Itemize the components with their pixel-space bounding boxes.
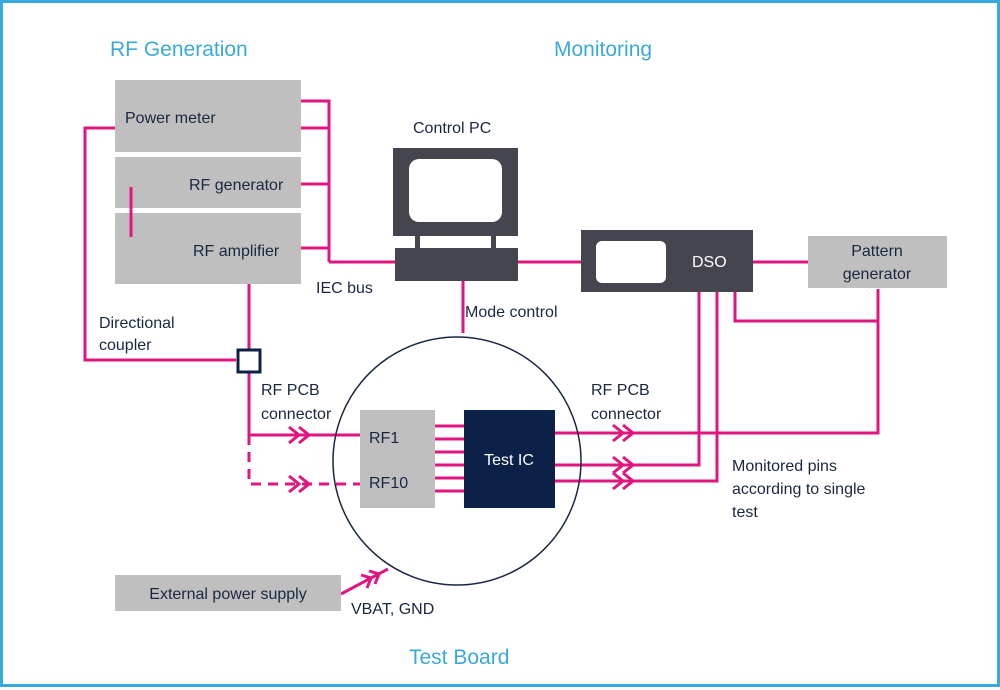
coupler-to-rf10-dashed xyxy=(247,435,360,486)
section-title-test-board: Test Board xyxy=(409,646,509,669)
rf1-label: RF1 xyxy=(369,430,399,447)
coupler-feedback-line xyxy=(83,126,236,362)
dso-screen xyxy=(596,241,666,283)
rf-pcb-connector-right-label-1: RF PCB xyxy=(591,382,650,399)
rf-generator-label: RF generator xyxy=(189,177,284,194)
rf10-arrow-2 xyxy=(298,474,312,494)
mode-control-label: Mode control xyxy=(465,304,558,321)
ic-out-3-arrow-1 xyxy=(612,471,626,491)
ic-out-2-arrow-1 xyxy=(612,455,626,475)
pattern-generator-box xyxy=(808,236,947,288)
pc-base xyxy=(395,248,518,281)
rf1-arrow-2 xyxy=(298,425,312,445)
power-meter-box xyxy=(115,80,301,152)
rf10-label: RF10 xyxy=(369,475,408,492)
pc-screen xyxy=(409,159,502,222)
iec-bus-label: IEC bus xyxy=(316,280,373,297)
control-pc xyxy=(393,148,518,281)
rf-generator-box xyxy=(115,157,301,208)
section-title-monitoring: Monitoring xyxy=(554,38,652,61)
monitored-pins-label-3: test xyxy=(732,504,758,521)
monitored-pins-label-1: Monitored pins xyxy=(732,458,837,475)
rf-input-block xyxy=(360,410,435,508)
pc-stand-right xyxy=(491,236,496,248)
dso: DSO xyxy=(581,230,753,292)
connection-lines xyxy=(83,99,880,596)
ic-out-1-arrow-2 xyxy=(622,423,636,443)
rf-amplifier-label: RF amplifier xyxy=(193,243,280,260)
ic-out-2-arrow-2 xyxy=(622,455,636,475)
power-supply-arrow-2 xyxy=(368,569,382,585)
rf1-arrow-1 xyxy=(288,425,302,445)
rf-pcb-connector-left-label-1: RF PCB xyxy=(261,382,320,399)
directional-coupler-label-2: coupler xyxy=(99,337,152,354)
dso-label: DSO xyxy=(692,254,727,271)
ic-out-3-arrow-2 xyxy=(622,471,636,491)
dso-pattern-lower-link xyxy=(733,292,878,323)
rf10-arrow-1 xyxy=(288,474,302,494)
pattern-generator-label-1: Pattern xyxy=(851,243,903,260)
ic-out-1-arrow-1 xyxy=(612,423,626,443)
rf-pcb-connector-left-label-2: connector xyxy=(261,406,332,423)
ic-out-1 xyxy=(555,289,880,435)
test-setup-diagram: RF Generation Monitoring Test Board xyxy=(83,38,947,669)
test-ic-label: Test IC xyxy=(484,452,534,469)
iec-bus-line xyxy=(301,99,331,262)
control-pc-label: Control PC xyxy=(413,120,491,137)
rf-pcb-connector-right-label-2: connector xyxy=(591,406,662,423)
ic-out-3 xyxy=(555,292,719,483)
directional-coupler-label-1: Directional xyxy=(99,315,175,332)
directional-coupler xyxy=(236,348,262,374)
pattern-generator-label-2: generator xyxy=(843,266,912,283)
power-supply-line xyxy=(340,567,389,596)
external-power-supply-box xyxy=(115,575,341,611)
pc-stand-left xyxy=(415,236,420,248)
monitored-pins-label-2: according to single xyxy=(732,481,866,498)
rf-amplifier-box xyxy=(115,213,301,284)
external-power-supply-label: External power supply xyxy=(149,586,306,603)
test-board-circle xyxy=(332,336,582,586)
test-ic-box xyxy=(464,410,555,508)
section-title-rf-generation: RF Generation xyxy=(110,38,248,61)
ic-out-2 xyxy=(555,292,701,467)
vbat-gnd-label: VBAT, GND xyxy=(351,601,434,618)
power-meter-label: Power meter xyxy=(125,110,216,127)
power-supply-arrow-1 xyxy=(360,573,374,589)
